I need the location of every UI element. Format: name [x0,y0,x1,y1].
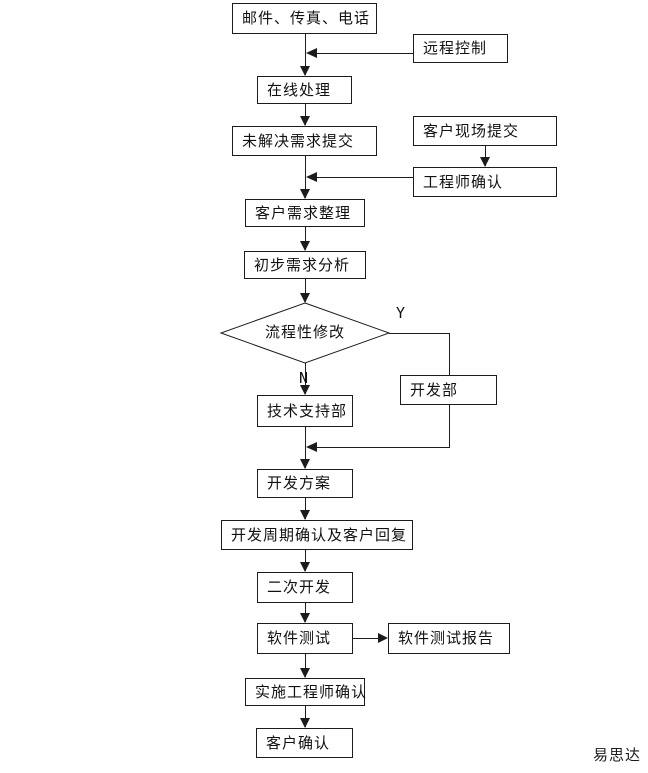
node-onsite-submit: 客户现场提交 [413,116,557,146]
arrow-into-implconfirm [300,668,310,678]
node-dev-dept: 开发部 [400,375,497,405]
arrow-into-engineer [480,157,490,167]
branch-label-no: N [299,369,309,387]
arrow-into-online [300,66,310,76]
arrow-engineer-merge [306,172,317,182]
watermark-text: 易思达 [593,746,642,764]
node-tech-support: 技术支持部 [257,395,353,427]
arrow-into-customerconfirm [300,718,310,728]
arrow-into-secondary [300,562,310,572]
node-mail-fax-phone: 邮件、传真、电话 [232,3,377,34]
node-software-test: 软件测试 [257,623,353,654]
branch-label-yes: Y [396,304,406,322]
node-requirement-sort: 客户需求整理 [245,199,365,227]
node-dev-cycle-confirm: 开发周期确认及客户回复 [221,520,413,550]
node-test-report: 软件测试报告 [388,623,510,654]
node-online-processing: 在线处理 [257,76,352,104]
node-unresolved-submit: 未解决需求提交 [232,126,377,156]
arrow-into-sort [300,189,310,199]
arrow-devdept-merge [306,442,317,452]
arrow-into-techsupport [300,385,310,395]
arrow-into-report [378,633,388,643]
arrow-into-test [300,613,310,623]
arrowheads [300,48,490,728]
node-secondary-dev: 二次开发 [257,572,353,603]
arrow-into-unresolved [300,116,310,126]
node-process-modification: 流程性修改 [264,323,345,341]
arrow-remote-merge [306,48,317,58]
arrow-into-cycle [300,510,310,520]
node-customer-confirm: 客户确认 [256,728,353,758]
arrow-into-decision [300,293,310,303]
node-dev-plan: 开发方案 [257,469,353,498]
node-impl-engineer-confirm: 实施工程师确认 [245,678,366,706]
node-engineer-confirm: 工程师确认 [413,167,557,197]
node-remote-control: 远程控制 [413,34,508,63]
arrow-into-devplan [300,459,310,469]
node-preliminary-analysis: 初步需求分析 [244,251,366,279]
arrow-into-analysis [300,241,310,251]
